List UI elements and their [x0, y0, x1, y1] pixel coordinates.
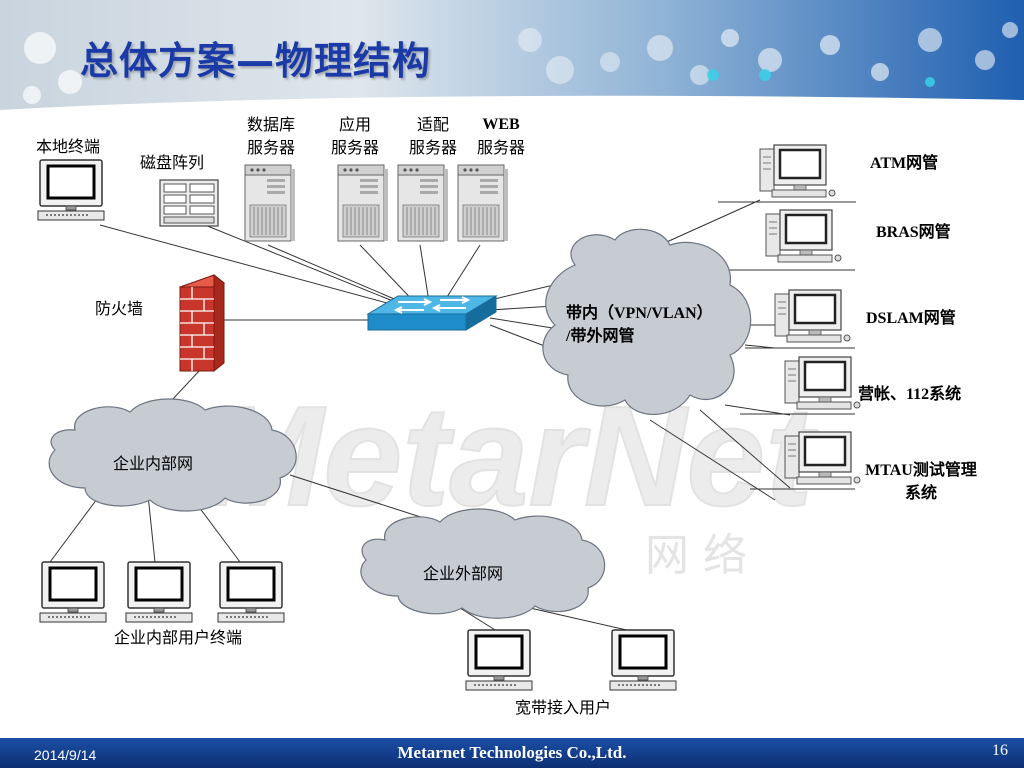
internal-network-label: 企业内部网 — [113, 454, 194, 473]
adapter-server-label: 适配 服务器 — [408, 115, 457, 158]
internal-user-terminal-icon — [38, 560, 108, 624]
footer-date: 2014/9/14 — [34, 747, 97, 763]
web-server-icon — [457, 164, 509, 242]
page-number: 16 — [992, 742, 1008, 759]
external-network-cloud — [360, 508, 606, 619]
disk-array-label: 磁盘阵列 — [140, 153, 205, 172]
local-terminal-label: 本地终端 — [36, 137, 101, 156]
internal-users-label: 企业内部用户终端 — [114, 628, 243, 647]
internal-user-terminal-icon — [124, 560, 194, 624]
slide-title: 总体方案—物理结构 — [80, 39, 432, 83]
billing-112-workstation-icon — [783, 355, 862, 411]
application-server-label: 应用 服务器 — [330, 115, 379, 158]
watermark-suffix: 网 络 — [645, 530, 747, 581]
watermark-wordmark: MetarNet — [205, 377, 818, 536]
footer-bar — [0, 738, 1024, 768]
atm-nms-workstation-icon — [758, 143, 837, 199]
firewall-icon — [178, 273, 226, 373]
footer: 2014/9/14 Metarnet Technologies Co.,Ltd.… — [0, 738, 1024, 768]
header-band — [0, 0, 1024, 110]
mtau-label: MTAU测试管理 系统 — [865, 462, 977, 503]
firewall-label: 防火墙 — [95, 299, 144, 318]
dslam-nms-workstation-icon — [773, 288, 852, 344]
atm-nms-label: ATM网管 — [870, 155, 939, 172]
network-switch-icon — [366, 295, 498, 331]
broadband-user-terminal-icon — [608, 628, 678, 692]
disk-array-icon — [159, 179, 219, 227]
external-network-label: 企业外部网 — [423, 564, 504, 583]
bras-nms-workstation-icon — [764, 208, 843, 264]
dslam-nms-label: DSLAM网管 — [866, 310, 956, 327]
database-server-icon — [244, 164, 296, 242]
core-network-cloud — [542, 228, 752, 415]
database-server-label: 数据库 服务器 — [246, 115, 295, 158]
bras-nms-label: BRAS网管 — [876, 224, 951, 241]
broadband-users-label: 宽带接入用户 — [515, 698, 612, 717]
application-server-icon — [337, 164, 389, 242]
web-server-label: WEB 服务器 — [476, 116, 525, 158]
connections — [49, 199, 856, 634]
internal-user-terminal-icon — [216, 560, 286, 624]
local-terminal-icon — [36, 158, 106, 222]
internal-network-cloud — [48, 398, 297, 512]
broadband-user-terminal-icon — [464, 628, 534, 692]
footer-company: Metarnet Technologies Co.,Ltd. — [397, 743, 627, 762]
core-network-label: 带内（VPN/VLAN） /带外网管 — [566, 305, 713, 346]
billing-112-label: 营帐、112系统 — [858, 386, 962, 403]
adapter-server-icon — [397, 164, 449, 242]
